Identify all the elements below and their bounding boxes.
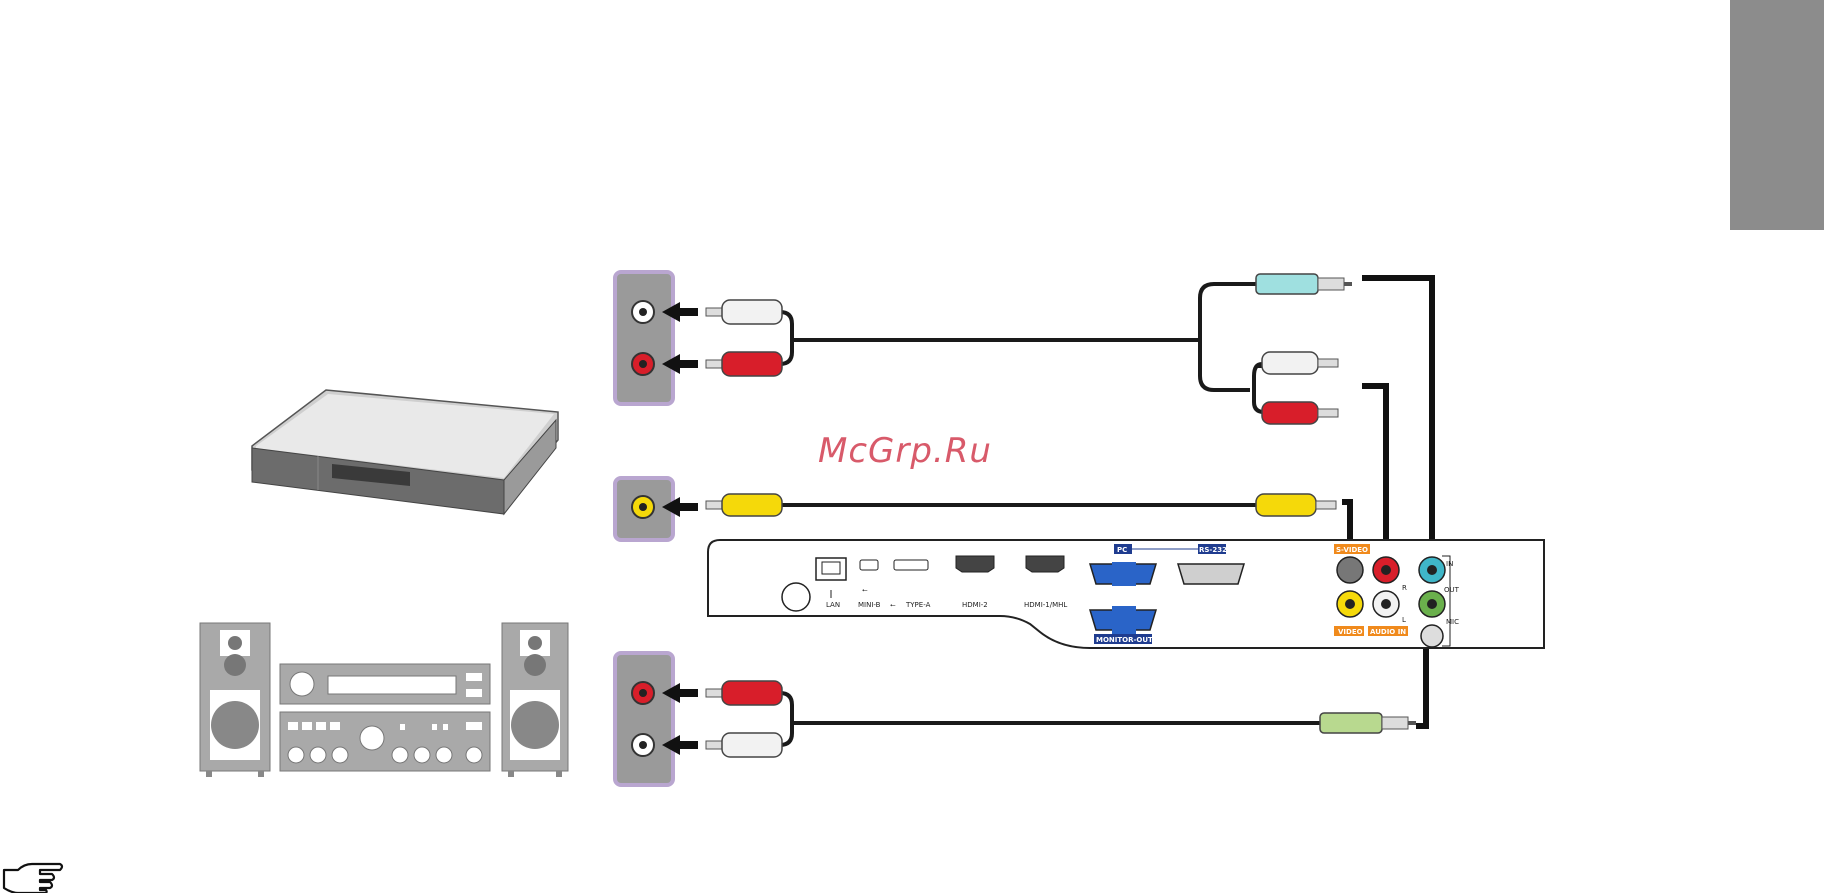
- rca-plug-red-right: [1262, 402, 1338, 424]
- rs232-label: RS-232: [1199, 546, 1227, 554]
- pc-label: PC: [1117, 546, 1127, 554]
- rs232-port: [1178, 564, 1244, 584]
- mini-b-port: [860, 560, 878, 570]
- s-video-port: [1337, 557, 1363, 583]
- usb-type-a-icon: ⭠: [890, 601, 896, 609]
- monitor-out-label: MONITOR-OUT: [1096, 636, 1153, 644]
- hdmi1-port: [1026, 556, 1064, 572]
- device-video-output-panel: [615, 478, 673, 540]
- rca-plug-red-top: [706, 352, 782, 376]
- arrows-to-projector: [1342, 278, 1432, 726]
- device-audio-input-panel: [615, 653, 673, 785]
- dvd-player-icon: [252, 390, 558, 514]
- rca-plug-yellow-right: [1256, 494, 1336, 516]
- s-video-label: S-VIDEO: [1336, 546, 1368, 554]
- audio-in-label: AUDIO IN: [1370, 628, 1406, 636]
- pointing-hand-icon: [4, 864, 62, 893]
- projector-rear-panel: LAN ⭠ MINI-B ⭠ TYPE-A HDMI-2 HDMI-1/MHL …: [708, 540, 1544, 648]
- rca-plug-white-bottom: [706, 733, 782, 757]
- video-label: VIDEO: [1338, 628, 1363, 636]
- chapter-tab: [1730, 0, 1824, 230]
- hdmi1-label: HDMI-1/MHL: [1024, 601, 1067, 609]
- lan-label: LAN: [826, 601, 840, 609]
- mic-label: MIC: [1446, 618, 1459, 626]
- hdmi2-label: HDMI-2: [962, 601, 988, 609]
- out-label: OUT: [1444, 586, 1460, 594]
- rca-plug-white-top: [706, 300, 782, 324]
- usb-mini-icon: ⭠: [862, 586, 868, 594]
- mini-b-label: MINI-B: [858, 601, 881, 609]
- type-a-label: TYPE-A: [905, 601, 931, 609]
- r-label: R: [1402, 584, 1407, 592]
- type-a-port: [894, 560, 928, 570]
- rca-plug-white-right: [1262, 352, 1338, 374]
- mic-port: [1421, 625, 1443, 647]
- mini-jack-green: [1320, 713, 1416, 733]
- l-label: L: [1402, 616, 1406, 624]
- hdmi2-port: [956, 556, 994, 572]
- power-socket-icon: [782, 583, 810, 611]
- rca-plug-yellow-left: [706, 494, 782, 516]
- watermark: McGrp.Ru: [818, 431, 992, 471]
- hifi-stereo-icon: [200, 623, 568, 777]
- rca-plug-red-bottom: [706, 681, 782, 705]
- device-audio-output-panel: [615, 272, 673, 404]
- mini-jack-cyan: [1256, 274, 1352, 294]
- cables: [780, 284, 1320, 745]
